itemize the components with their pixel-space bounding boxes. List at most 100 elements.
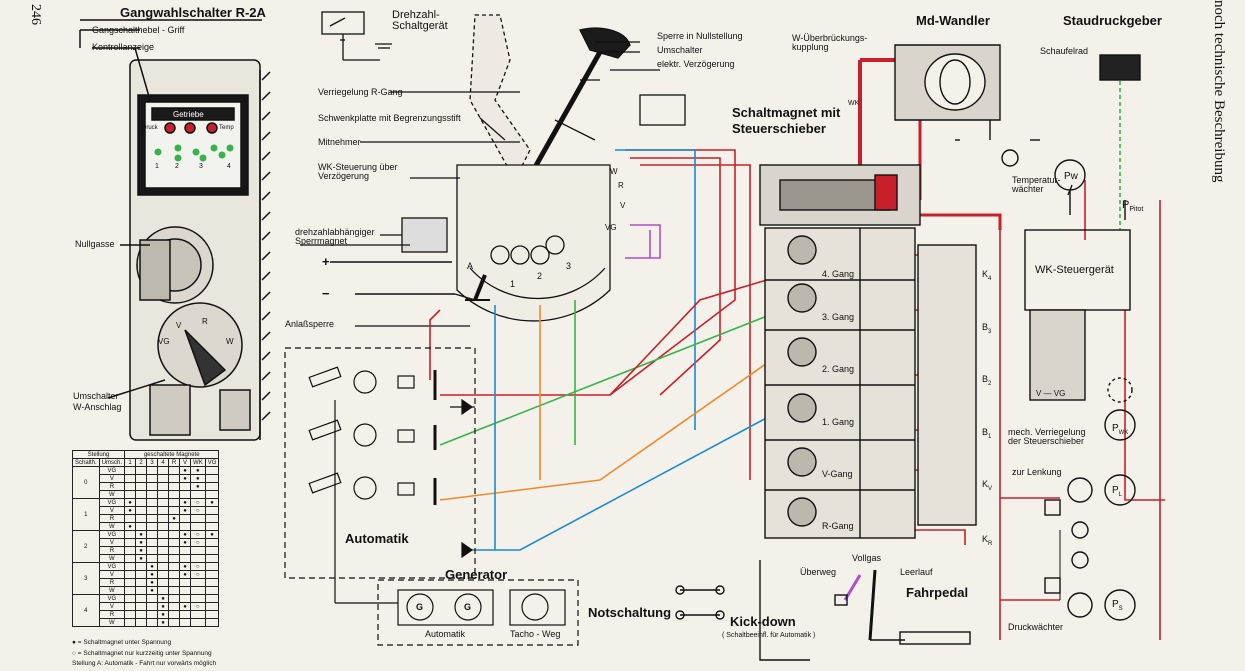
label-leerlauf: Leerlauf — [900, 567, 933, 577]
label-kick-sub: ( Schaltbeeinfl. für Automatik ) — [722, 632, 816, 639]
label-temp: Temp — [219, 125, 234, 131]
label-pos-vg: VG — [158, 337, 170, 346]
row-vg: VG — [98, 466, 126, 475]
group-2: 2 — [72, 530, 100, 563]
label-verriegelung: Verriegelung R-Gang — [318, 87, 403, 97]
label-n2: 2 — [175, 163, 179, 170]
b3-sub: 3 — [988, 328, 992, 335]
label-lenkung: zur Lenkung — [1012, 467, 1062, 477]
th-umsch: Umsch. — [98, 458, 126, 467]
pedal — [675, 560, 971, 661]
label-plus: + — [322, 254, 330, 269]
pwk-sub: WK — [1118, 430, 1129, 436]
label-wksteuer: WK-Steuergerät — [1035, 264, 1114, 276]
row-w: W — [98, 554, 126, 563]
ps-p: P — [1112, 599, 1119, 610]
label-lever-a: A — [467, 261, 474, 271]
gear-label-1: 1. Gang — [822, 417, 855, 427]
footnote-1: ● = Schaltmagnet unter Spannung — [72, 639, 172, 646]
label-anlass: Anlaßsperre — [285, 319, 335, 329]
kr-sub: R — [988, 540, 993, 547]
label-lever-1: 1 — [510, 279, 516, 289]
label-lever-v: V — [620, 201, 626, 210]
row-vg: VG — [98, 594, 126, 603]
gangwahlschalter-device — [79, 19, 271, 441]
gear-label-4: 4. Gang — [822, 269, 855, 279]
label-wk-steuerung: WK-Steuerung über Verzögerung — [318, 162, 398, 181]
pwk-p: P — [1112, 423, 1119, 434]
label-generator: Generator — [445, 567, 508, 582]
footnote-3: Stellung A: Automatik - Fahrt nur vorwär… — [72, 660, 217, 667]
row-v: V — [98, 506, 126, 515]
b2-b: B — [982, 374, 989, 384]
side-title: noch technische Beschreibung — [1211, 0, 1227, 183]
md-wandler — [894, 44, 1141, 621]
label-kickdown: Kick-down — [730, 614, 796, 629]
label-pos-w: W — [226, 337, 234, 346]
row-r: R — [98, 578, 126, 587]
kv-sub: V — [988, 485, 993, 492]
row-w: W — [98, 522, 126, 531]
label-schaufel: Schaufelrad — [1040, 46, 1089, 56]
gear-label-2: 2. Gang — [822, 364, 855, 374]
group-4: 4 — [72, 594, 100, 627]
lever-mechanism — [300, 11, 686, 327]
label-druck: Druck — [142, 125, 158, 131]
row-r: R — [98, 482, 126, 491]
kr-k: K — [982, 534, 989, 544]
label-mitnehmer: Mitnehmer — [318, 137, 361, 147]
label-ppitot: PPitot — [1122, 200, 1144, 214]
k4-sub: 4 — [988, 275, 992, 282]
label-elektr: elektr. Verzögerung — [657, 59, 735, 69]
group-0: 0 — [72, 466, 100, 499]
label-gen-auto: Automatik — [425, 629, 466, 639]
group-1: 1 — [72, 498, 100, 531]
b3-b: B — [982, 322, 989, 332]
label-k4: K4 — [982, 270, 991, 282]
stellung-table: Stellung geschaltete Magnete Schalth. Um… — [71, 450, 220, 627]
label-wk-small: WK — [848, 100, 860, 107]
pl-sub: L — [1118, 492, 1123, 498]
label-sperre: Sperre in Nullstellung — [657, 31, 743, 41]
label-mech: mech. Verriegelung der Steuerschieber — [1008, 427, 1086, 446]
b2-sub: 2 — [988, 380, 992, 387]
th-schalth: Schalth. — [72, 458, 100, 467]
label-schaltmagnet: Schaltmagnet mit Steuerschieber — [732, 105, 841, 136]
row-r: R — [98, 546, 126, 555]
row-vg: VG — [98, 498, 126, 507]
label-lever-vg: VG — [605, 223, 617, 232]
label-kv: KV — [982, 480, 992, 492]
label-pos-v: V — [176, 321, 182, 330]
th-col-1: 1 — [124, 458, 137, 467]
label-lever-w: W — [610, 167, 618, 176]
schaltmagnet-block — [759, 164, 977, 539]
automatik-box — [284, 347, 476, 579]
label-lever-r: R — [618, 181, 624, 190]
label-pos-r: R — [202, 317, 208, 326]
label-wueber: W-Überbrückungs- kupplung — [792, 33, 868, 52]
label-pw: Pw — [1064, 171, 1078, 182]
th-magnete: geschaltete Magnete — [124, 450, 220, 459]
gear-label-v: V-Gang — [822, 469, 853, 479]
ppitot-sub: Pitot — [1129, 206, 1144, 214]
th-col-wk: WK — [190, 458, 206, 467]
row-r: R — [98, 514, 126, 523]
label-b1: B1 — [982, 428, 991, 440]
label-lever-2: 2 — [537, 271, 543, 281]
ps-sub: S — [1118, 606, 1123, 612]
label-drehzahl: Drehzahl- Schaltgerät — [392, 9, 448, 32]
group-3: 3 — [72, 562, 100, 595]
th-col-2: 2 — [135, 458, 148, 467]
label-n4: 4 — [227, 163, 231, 170]
label-staudruck: Staudruckgeber — [1063, 13, 1162, 28]
label-v-vg: V — VG — [1036, 389, 1066, 398]
row-v: V — [98, 602, 126, 611]
label-drehabh: drehzahlabhängiger Sperrmagnet — [295, 227, 375, 246]
label-gen-tacho: Tacho - Weg — [510, 629, 561, 639]
th-col-4: 4 — [157, 458, 170, 467]
th-col-v: V — [179, 458, 192, 467]
label-ueberweg: Überweg — [800, 567, 837, 577]
row-v: V — [98, 538, 126, 547]
label-umschalter: Umschalter — [657, 45, 703, 55]
label-vollgas: Vollgas — [852, 553, 882, 563]
